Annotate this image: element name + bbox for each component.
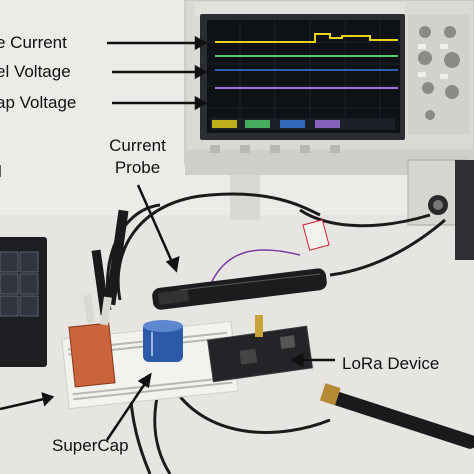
lora-device [206,315,314,383]
probe-right [319,383,474,449]
passive-probes [83,209,129,326]
label-lora-device: LoRa Device [342,354,440,373]
trace-current [215,33,398,43]
label-current-probe-line2: Probe [114,158,161,178]
supercapacitor [143,320,183,362]
oscilloscope-screen [207,20,400,133]
probe-amplifier [407,159,474,260]
label-current-probe: Current Probe [100,135,175,179]
label-arrows [0,35,335,441]
label-left-cut: l [0,163,2,180]
protoboard [68,322,116,388]
label-current-probe-line1: Current [109,136,166,155]
current-probe [152,268,327,310]
label-panel-voltage: el Voltage [0,62,71,81]
label-supercap: SuperCap [52,436,129,455]
label-cap-voltage: ap Voltage [0,93,77,112]
label-current: e Current [0,33,67,52]
solar-panel [0,237,47,367]
